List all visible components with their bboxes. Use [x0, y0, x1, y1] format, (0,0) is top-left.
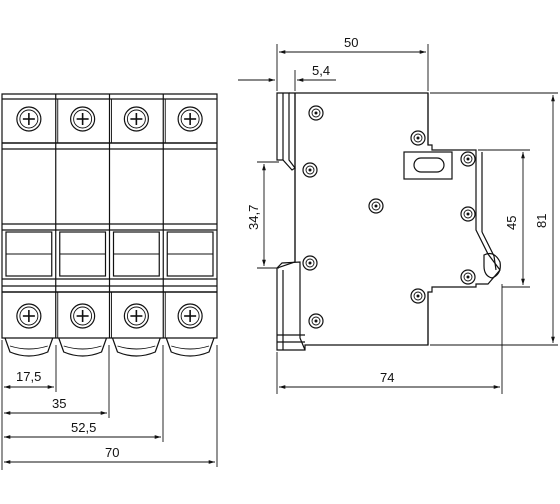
mounting-screw-icon — [368, 198, 384, 214]
mounting-screw-icon — [308, 105, 324, 121]
terminal-screw-top-icon — [70, 106, 96, 132]
dim-label-81: 81 — [534, 214, 549, 228]
dim-label-52-5: 52,5 — [71, 420, 96, 435]
dim-label-45: 45 — [504, 216, 519, 230]
dim-label-70: 70 — [105, 445, 119, 460]
mounting-screw-icon — [410, 288, 426, 304]
din-clip — [4, 337, 54, 357]
terminal-screw-top-icon — [177, 106, 203, 132]
dim-label-35: 35 — [52, 396, 66, 411]
terminal-screw-bottom-icon — [123, 303, 149, 329]
din-clip — [111, 337, 161, 357]
front-dimensions: 17,5 35 52,5 70 — [1, 340, 218, 470]
mounting-screw-icon — [308, 313, 324, 329]
dim-label-50: 50 — [344, 35, 358, 50]
terminal-screw-bottom-icon — [177, 303, 203, 329]
dim-label-74: 74 — [380, 370, 394, 385]
mounting-screw-icon — [460, 151, 476, 167]
front-view — [1, 93, 218, 357]
mounting-screw-icon — [460, 206, 476, 222]
toggle-handle — [413, 157, 445, 173]
terminal-screw-top-icon — [16, 106, 42, 132]
mounting-screw-icon — [410, 130, 426, 146]
mounting-screw-icon — [460, 269, 476, 285]
mounting-screw-icon — [302, 255, 318, 271]
terminal-screw-bottom-icon — [16, 303, 42, 329]
mounting-screw-icon — [302, 162, 318, 178]
side-dimensions: 50 5,4 34,7 45 81 74 — [238, 35, 558, 394]
din-clip — [58, 337, 108, 357]
terminal-screw-bottom-icon — [70, 303, 96, 329]
dim-label-5-4: 5,4 — [312, 63, 330, 78]
dim-label-34-7: 34,7 — [246, 205, 261, 230]
dim-label-17-5: 17,5 — [16, 369, 41, 384]
terminal-screw-top-icon — [123, 106, 149, 132]
din-clip — [165, 337, 215, 357]
side-view — [276, 92, 501, 351]
